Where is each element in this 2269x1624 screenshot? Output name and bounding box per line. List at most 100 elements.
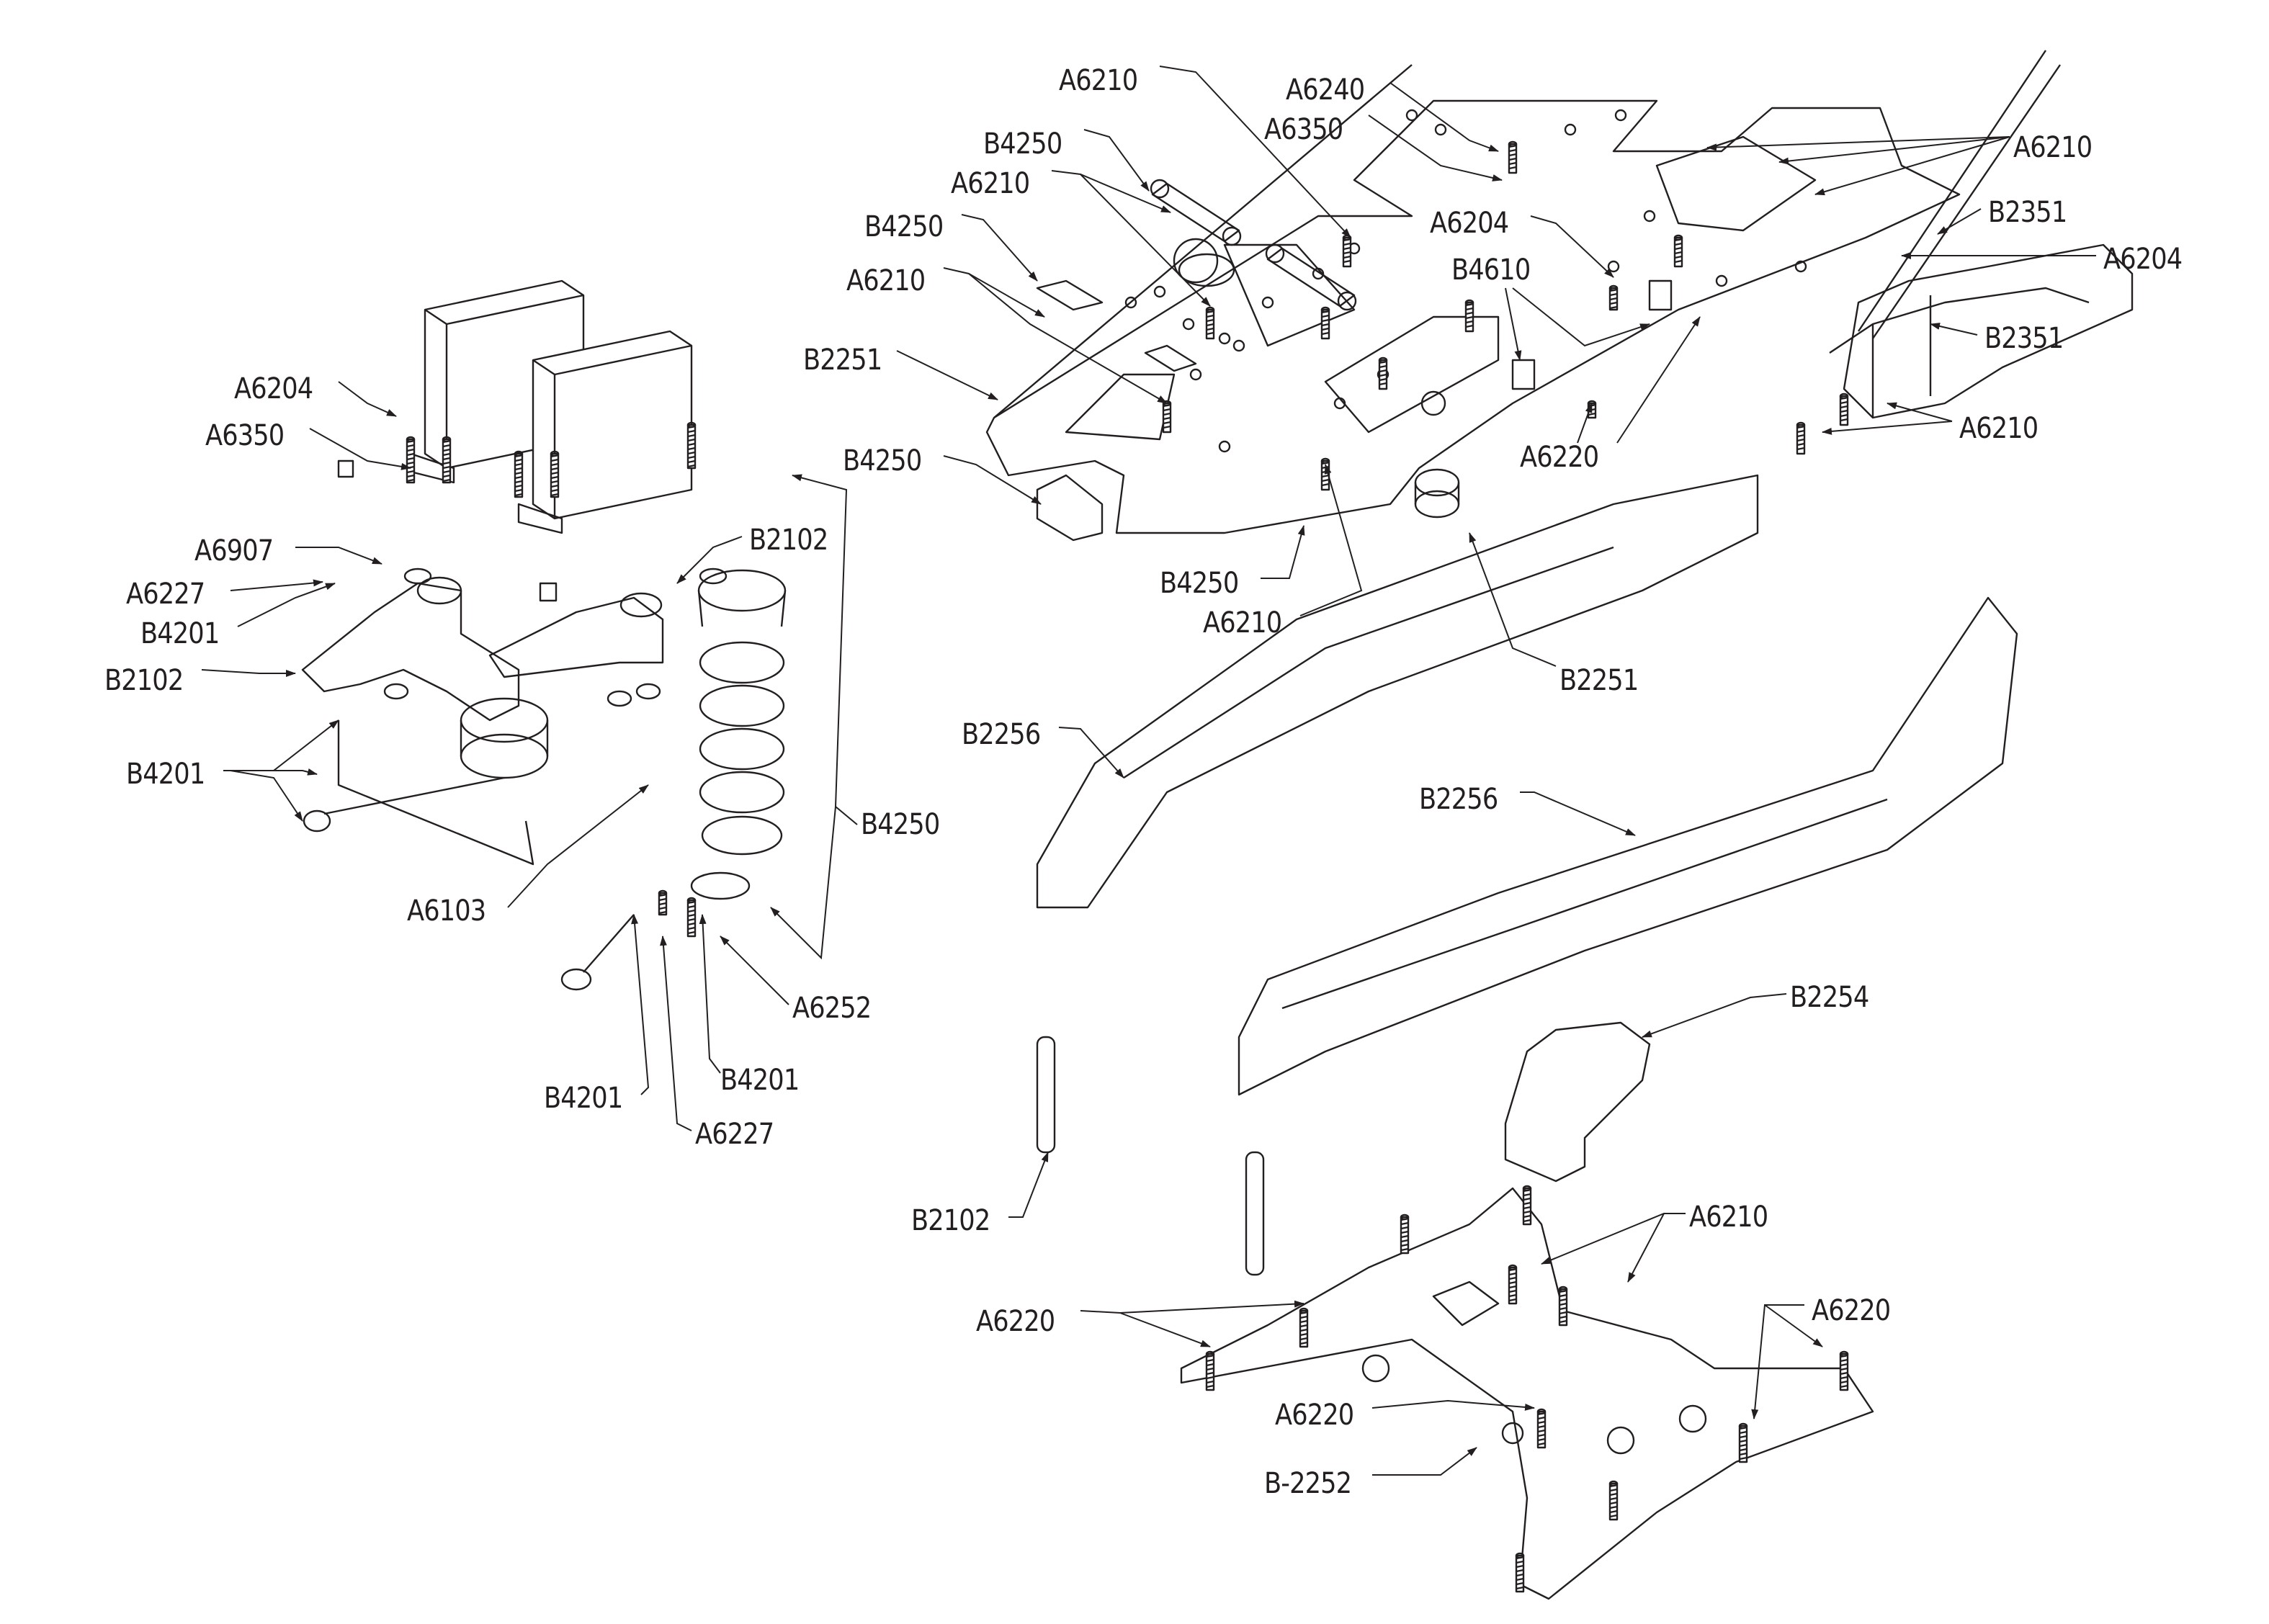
spring-coil [699,684,785,727]
plate-hole [1715,274,1728,287]
leader-arrow [1706,136,2010,151]
part-callout-b4201: B4201 [126,758,205,791]
spacer [539,582,558,602]
leader-arrow [338,381,397,417]
spring-coil [699,641,785,684]
leader-arrow [1371,1399,1535,1411]
link-end [1150,179,1170,199]
plate-hole [1153,285,1166,298]
screw [1608,1480,1619,1521]
screw [1839,1350,1849,1391]
bottom-plate-b2252 [1180,1187,1874,1600]
rear-box-b2351 [1843,243,2134,419]
screw [514,450,524,498]
plate-hole [1218,332,1231,345]
link-arm [1151,182,1240,243]
part-callout-a6220: A6220 [1275,1399,1354,1432]
part-callout-b4250: B4250 [861,808,940,841]
spring-coil [699,771,785,814]
plate-hole [1606,1426,1635,1455]
leader-arrow [1627,1213,1665,1283]
leader-arrow [1887,402,1953,422]
screw [1558,1286,1568,1327]
body-line [1872,64,2061,339]
leader-arrow [237,583,336,627]
screw [1162,400,1172,434]
screw [1205,306,1215,340]
leader-arrow [1080,174,1211,307]
part-callout-a6220: A6220 [976,1305,1055,1338]
body-line [1858,50,2046,332]
part-callout-b4201: B4201 [140,617,220,650]
bearing [699,567,728,585]
leader-arrow [1764,1304,1823,1347]
plate-hole [1261,296,1274,309]
leader-arrow [792,474,858,825]
part-callout-a6204: A6204 [1430,207,1509,240]
washer [690,871,751,900]
part-callout-b4610: B4610 [1451,254,1531,287]
part-callout-b4250: B4250 [1160,567,1239,600]
leader-arrow [309,428,411,470]
screw [1378,356,1388,390]
part-callout-a6204: A6204 [234,372,313,405]
b4250-block [1036,474,1104,542]
leader-arrow [223,768,318,776]
leader-arrow [1751,1304,1804,1419]
part-callout-b2251: B2251 [1559,664,1639,697]
leader-arrow [943,455,1042,505]
plate-cutout [1324,315,1500,434]
set-screw [658,889,668,916]
link-end [1265,243,1285,264]
screw [1796,421,1806,455]
screw [1320,457,1330,491]
bellcrank-hub [416,576,462,605]
part-callout-a6210: A6210 [951,167,1030,200]
plate-cutout [1432,1280,1500,1327]
part-callout-b2251: B2251 [803,344,882,377]
rear-box-cutout [1655,135,1817,232]
plate-hole [1312,267,1325,280]
part-callout-a6210: A6210 [1203,606,1282,640]
leader-arrow [1469,532,1557,667]
leader-arrow [1372,1447,1477,1476]
leader-arrow [1080,1300,1304,1314]
screw [1299,1307,1309,1348]
part-callout-b2256: B2256 [962,718,1041,751]
spring-coil [699,727,785,771]
part-callout-b4250: B4250 [843,444,922,477]
part-callout-a6204: A6204 [2103,243,2183,276]
side-rail-b2256 [1238,596,2018,1096]
part-callout-a6210: A6210 [2013,131,2093,164]
plate-hole [1218,440,1231,453]
leader-arrow [507,784,649,908]
leader-arrow [770,806,836,960]
leader-arrow [1930,323,1978,336]
plate-hole [1643,210,1656,223]
leader-arrow [961,214,1038,282]
leader-arrow [943,267,1045,318]
leader-arrow [1389,82,1499,152]
screw [1839,392,1849,426]
side-rail-b2256 [1036,474,1759,909]
part-callout-b4250: B4250 [983,127,1062,161]
top-chassis-plate [985,99,1961,534]
clip-b4610 [1511,359,1536,390]
part-callout-a6350: A6350 [205,419,285,452]
plate-cutout [1223,243,1356,347]
plate-hole [1501,1422,1524,1445]
bracket-b2254 [1504,1021,1651,1183]
screw [550,450,560,498]
leader-arrow [1505,287,1522,361]
plate-hole [1564,123,1577,136]
screw [1522,1185,1532,1226]
clip-b4610 [1648,279,1673,311]
plate-hole [1607,260,1620,273]
leader-arrow [1814,136,2010,196]
leader-arrow [968,273,1168,404]
plate-hole [1405,109,1418,122]
part-callout-a6210: A6210 [1689,1201,1768,1234]
leader-arrow [660,936,692,1131]
plate-hole [1434,123,1447,136]
part-callout-b2254: B2254 [1790,981,1869,1014]
